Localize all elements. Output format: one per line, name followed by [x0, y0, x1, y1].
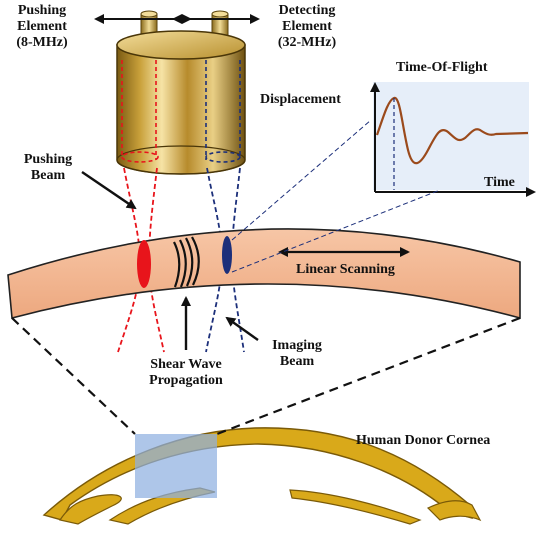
- zoom-line-lower: [231, 189, 441, 273]
- detecting-element-line1: Detecting: [278, 3, 336, 18]
- shear-wave-line2: Propagation: [149, 373, 223, 388]
- pushing-beam-pointer: [81, 171, 137, 210]
- imaging-beam-pointer: [225, 316, 259, 341]
- magnify-line-right: [216, 316, 521, 436]
- pushing-element-line3: (8-MHz): [16, 35, 68, 50]
- imaging-beam-line1: Imaging: [272, 338, 322, 353]
- magnified-region-box: [135, 434, 217, 498]
- displacement-curve: [375, 96, 529, 165]
- transducer-body: [116, 44, 246, 175]
- pushing-element-line1: Pushing: [17, 3, 67, 18]
- imaging-beam-label: Imaging Beam: [262, 338, 332, 370]
- imaging-focus-spot: [222, 236, 232, 274]
- transducer-top: [116, 30, 246, 60]
- shear-wave-arcs: [173, 236, 200, 288]
- time-of-flight-plot: [370, 82, 536, 197]
- imaging-beam-line2: Beam: [279, 354, 315, 369]
- plot-y-label: Displacement: [260, 92, 341, 107]
- shear-wave-line1: Shear Wave: [150, 357, 222, 372]
- detecting-element-line3: (32-MHz): [277, 35, 337, 50]
- shear-wave-label: Shear Wave Propagation: [136, 357, 236, 389]
- pushing-beam-label: Pushing Beam: [12, 152, 84, 184]
- pushing-element-line2: Element: [17, 19, 67, 34]
- detecting-element-line2: Element: [282, 19, 332, 34]
- pushing-focus-spot: [137, 240, 151, 288]
- cornea-section: [7, 228, 521, 320]
- pushing-beam-line1: Pushing: [23, 152, 73, 167]
- detecting-element-label: Detecting Element (32-MHz): [262, 3, 352, 51]
- zoom-line-upper: [231, 119, 372, 241]
- magnify-line-left: [11, 317, 136, 435]
- human-donor-cornea-label: Human Donor Cornea: [356, 433, 491, 448]
- plot-title: Time-Of-Flight: [396, 60, 488, 75]
- linear-scanning-label: Linear Scanning: [296, 262, 395, 277]
- plot-x-label: Time: [484, 175, 515, 190]
- pushing-element-label: Pushing Element (8-MHz): [2, 3, 82, 51]
- transducer: [116, 10, 246, 175]
- pushing-beam-line2: Beam: [30, 168, 66, 183]
